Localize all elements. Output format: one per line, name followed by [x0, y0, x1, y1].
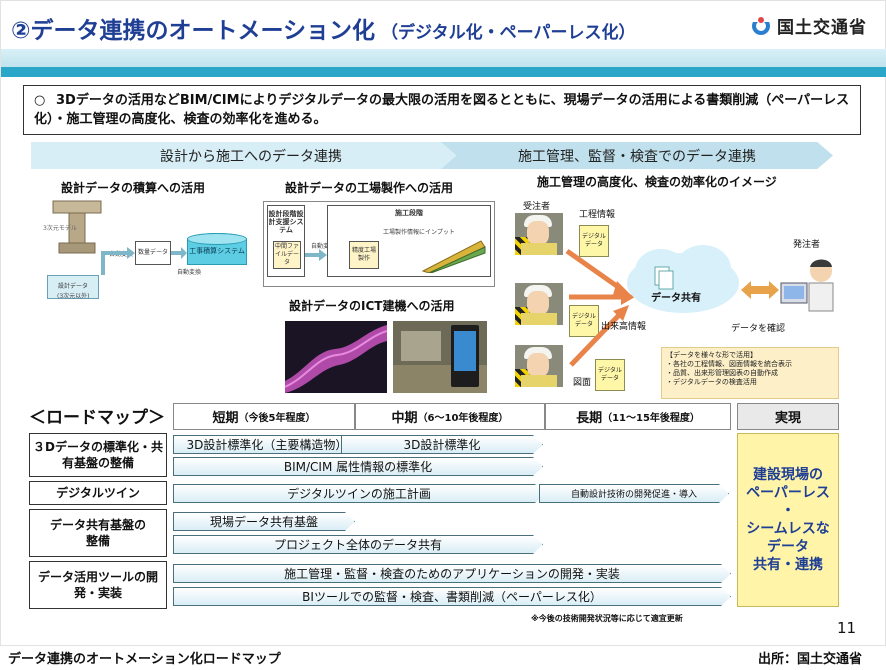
- bar-project-data-sharing: プロジェクト全体のデータ共有: [173, 535, 543, 554]
- bar-3d-standard: 3D設計標準化: [341, 435, 543, 454]
- design-data-note: (3次元以外): [57, 293, 90, 300]
- phase-short: 短期（今後5年程度）: [173, 403, 355, 430]
- confirm-data-label: データを確認: [731, 324, 786, 334]
- bar-digital-twin-plan: デジタルツインの施工計画: [173, 484, 545, 503]
- realization-line-2: ペーパーレス: [746, 485, 830, 501]
- estimate-system-label: 工事積算システム: [189, 247, 245, 255]
- ministry-logo: 国土交通省: [751, 13, 867, 38]
- construction-stage-label: 施工段階: [395, 209, 423, 217]
- phase-realization: 実現: [737, 403, 839, 430]
- phase-long: 長期（11〜15年後程度）: [545, 403, 731, 430]
- row-label-data-tools: データ活用ツールの開発・実装: [29, 561, 167, 609]
- title-main: ②データ連携のオートメーション化: [11, 18, 376, 44]
- estimate-system-cylinder: 工事積算システム: [187, 233, 247, 267]
- digital-data-doc-3: デジタルデータ: [595, 359, 625, 391]
- phase-mid: 中期（6〜10年後程度）: [355, 403, 545, 430]
- usage-note-1: ・各社の工程情報、図面情報を統合表示: [666, 360, 792, 368]
- quantity-data-label: 数量データ: [137, 249, 168, 256]
- ict-terrain-image: [285, 321, 387, 393]
- realization-box: 建設現場の ペーパーレス ・ シームレスな データ 共有・連携: [737, 433, 839, 607]
- row-label-3d-standard: ３Dデータの標準化・共有基盤の整備: [29, 433, 167, 477]
- figure-caption: データ連携のオートメーション化ロードマップ: [8, 652, 281, 667]
- model-label: 3次元モデル: [43, 225, 77, 232]
- bar-app-development: 施工管理・監督・検査のためのアプリケーションの開発・実装: [173, 564, 731, 583]
- bar-auto-design: 自動設計技術の開発促進・導入: [539, 484, 729, 503]
- girder-3d-icon: [421, 240, 486, 273]
- orderer-illustration: [780, 259, 834, 312]
- quantity-data-box: 数量データ: [135, 241, 171, 265]
- realization-line-1: 建設現場の: [753, 467, 823, 483]
- auto-convert-label-2: 自動変換: [177, 269, 202, 276]
- usage-note-box: 【データを様々な形で活用】 ・各社の工程情報、図面情報を統合表示 ・品質、出来形…: [661, 347, 839, 399]
- header-band-light: [1, 49, 886, 67]
- intro-bullet: ○: [34, 93, 46, 108]
- bar-3d-standard-main: 3D設計標準化（主要構造物）: [173, 435, 361, 454]
- row-label-digital-twin: デジタルツイン: [29, 481, 167, 505]
- intro-box: ○3Dデータの活用などBIM/CIMによりデジタルデータの最大限の活用を図るとと…: [23, 85, 861, 135]
- bidirectional-arrow-icon: [741, 281, 779, 299]
- page-number: 11: [837, 619, 857, 637]
- footnote: ※今後の技術開発状況等に応じて適宜更新: [531, 614, 683, 623]
- factory-input-note: 工場製作情報にインプット: [383, 229, 455, 236]
- bar-bi-tools: BIツールでの監督・検査、書類削減（ペーパーレス化）: [173, 587, 731, 606]
- digital-data-doc-2: デジタルデータ: [569, 305, 599, 337]
- arrow-right-icon: [171, 247, 187, 259]
- bar-bim-cim-attributes: BIM/CIM 属性情報の標準化: [173, 457, 543, 476]
- convert-arrow-icon: [101, 247, 135, 275]
- completed-info-label: 出来高情報: [601, 322, 647, 332]
- flow-management-inspection: 施工管理、監督・検査でのデータ連携: [441, 142, 833, 169]
- contractor-photo-1: [515, 213, 563, 255]
- mlit-logo-icon: [751, 14, 771, 35]
- realization-line-5: データ: [767, 539, 809, 555]
- estimate-title: 設計データの積算への活用: [61, 181, 206, 195]
- management-title: 施工管理の高度化、検査の効率化のイメージ: [537, 175, 777, 189]
- intro-text: 3Dデータの活用などBIM/CIMによりデジタルデータの最大限の活用を図るととも…: [34, 93, 850, 127]
- intermediate-file-label: 中間ファイルデータ: [274, 243, 299, 266]
- bridge-model-icon: [52, 200, 102, 254]
- design-data-label: 設計データ: [57, 283, 88, 290]
- ict-title: 設計データのICT建機への活用: [289, 299, 455, 313]
- data-shared-label: データ共有: [651, 293, 701, 304]
- roadmap-title: ＜ロードマップ＞: [29, 408, 165, 428]
- intermediate-file-box: 中間ファイルデータ: [273, 241, 301, 269]
- factory-cad-box: 精度工場製作: [349, 241, 379, 269]
- support-system-label: 設計段階設計支援システム: [268, 210, 304, 234]
- header-band: [1, 67, 886, 77]
- row-label-data-platform: データ共有基盤の整備: [29, 509, 167, 557]
- factory-title: 設計データの工場製作への活用: [285, 181, 454, 195]
- slide: ②データ連携のオートメーション化（デジタル化・ペーパーレス化） 国土交通省 ○3…: [0, 0, 886, 646]
- design-data-box: 設計データ: [47, 275, 99, 299]
- orderer-label: 発注者: [793, 240, 821, 250]
- digital-data-doc-1: デジタルデータ: [579, 225, 609, 257]
- realization-line-3: ・: [781, 503, 795, 519]
- usage-note-2: ・品質、出来形管理図表の自動作成: [666, 369, 778, 377]
- process-info-label: 工程情報: [579, 210, 616, 220]
- ict-machine-photo: [393, 321, 487, 393]
- realization-line-6: 共有・連携: [753, 557, 823, 573]
- title-subtitle: （デジタル化・ペーパーレス化）: [381, 23, 636, 43]
- realization-line-4: シームレスな: [746, 521, 830, 537]
- logo-text: 国土交通省: [777, 18, 867, 38]
- contractor-photo-2: [515, 283, 563, 325]
- factory-cad-label: 精度工場製作: [351, 247, 376, 262]
- usage-note-title: 【データを様々な形で活用】: [666, 351, 757, 359]
- drawing-label: 図面: [573, 378, 592, 388]
- contractor-label: 受注者: [523, 202, 551, 212]
- usage-note-3: ・デジタルデータの検査活用: [666, 378, 757, 386]
- figure-source: 出所：国土交通省: [757, 652, 862, 667]
- flow-design-to-construction: 設計から施工へのデータ連携: [31, 142, 471, 169]
- data-flow-arrows-icon: [565, 248, 635, 367]
- factory-arrow-icon: [305, 249, 327, 261]
- data-cloud-icon: [627, 245, 739, 313]
- contractor-photo-3: [515, 345, 563, 387]
- factory-auto-convert: 自動変換: [311, 243, 336, 250]
- bar-site-data-platform: 現場データ共有基盤: [173, 512, 355, 531]
- page-title: ②データ連携のオートメーション化（デジタル化・ペーパーレス化）: [11, 11, 636, 45]
